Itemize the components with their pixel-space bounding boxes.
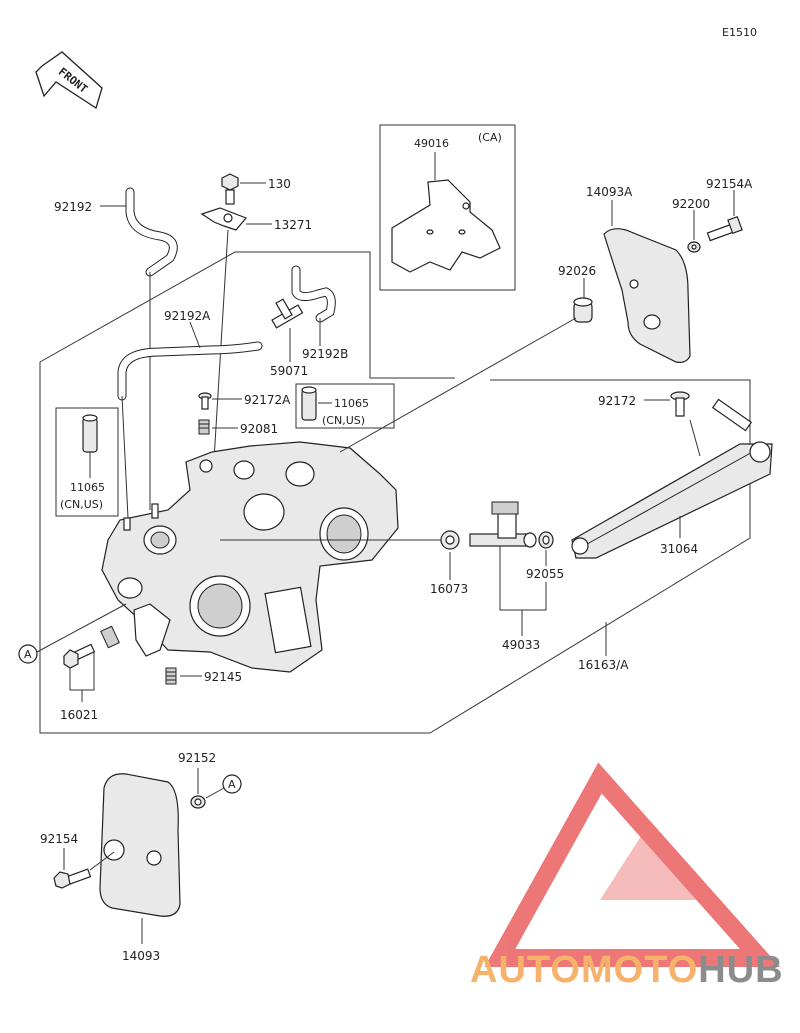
watermark-part1: AUTO bbox=[470, 949, 581, 991]
spring-92145 bbox=[165, 667, 177, 685]
note-11065-left: (CN,US) bbox=[60, 498, 103, 511]
label-92145: 92145 bbox=[204, 670, 242, 684]
label-49033: 49033 bbox=[502, 638, 540, 652]
cap-92026 bbox=[573, 297, 593, 323]
assembly-outline bbox=[39, 251, 751, 734]
label-16073: 16073 bbox=[430, 582, 468, 596]
callout-a-left: A bbox=[18, 644, 38, 664]
label-92172A: 92172A bbox=[244, 393, 291, 407]
diagram-code: E1510 bbox=[722, 26, 757, 39]
oring-16073 bbox=[440, 530, 460, 550]
bolt-16021 bbox=[63, 625, 120, 669]
label-13271: 13271 bbox=[274, 218, 312, 232]
label-14093: 14093 bbox=[122, 949, 160, 963]
delivery-pipe-31064 bbox=[571, 398, 773, 559]
callout-a-left-text: A bbox=[24, 648, 32, 661]
label-92172: 92172 bbox=[598, 394, 636, 408]
watermark-part3: HUB bbox=[698, 949, 783, 991]
cover-14093A bbox=[603, 228, 691, 363]
front-arrow-icon: FRONT bbox=[35, 51, 103, 110]
label-11065-left: 11065 bbox=[70, 481, 105, 494]
watermark-text: AUTOMOTOHUB bbox=[470, 949, 784, 991]
screw-92172A bbox=[198, 392, 212, 410]
cap-11065-right bbox=[301, 386, 317, 421]
bolt-92154A bbox=[706, 215, 743, 242]
label-130: 130 bbox=[268, 177, 291, 191]
label-49016: 49016 bbox=[414, 137, 449, 150]
screw-92172 bbox=[670, 391, 690, 417]
washer-92200 bbox=[687, 241, 701, 253]
watermark-part2: MOTO bbox=[581, 949, 698, 991]
label-16163A: 16163/A bbox=[578, 658, 629, 672]
label-92200: 92200 bbox=[672, 197, 710, 211]
label-11065-right: 11065 bbox=[334, 397, 369, 410]
callout-a-bottom-text: A bbox=[228, 778, 236, 791]
injector-49033 bbox=[469, 501, 537, 548]
seal-92055 bbox=[538, 531, 554, 549]
label-14093A: 14093A bbox=[586, 185, 633, 199]
subgroup-box-11065-left bbox=[55, 407, 119, 517]
subgroup-box-49016 bbox=[379, 124, 516, 291]
label-92081: 92081 bbox=[240, 422, 278, 436]
label-92192A: 92192A bbox=[164, 309, 211, 323]
subgroup-box-11065-right bbox=[295, 383, 395, 429]
spring-92081 bbox=[198, 419, 210, 435]
label-92192: 92192 bbox=[54, 200, 92, 214]
bracket-49016 bbox=[391, 179, 501, 273]
cover-14093 bbox=[99, 773, 181, 917]
bolt-92154 bbox=[53, 868, 92, 889]
watermark-logo-icon bbox=[484, 762, 781, 967]
clip-13271 bbox=[200, 207, 247, 231]
note-49016: (CA) bbox=[478, 131, 502, 144]
label-92154: 92154 bbox=[40, 832, 78, 846]
callout-a-bottom: A bbox=[222, 774, 242, 794]
cap-11065-left bbox=[82, 414, 98, 453]
label-16021: 16021 bbox=[60, 708, 98, 722]
bolt-130 bbox=[221, 173, 239, 205]
label-31064: 31064 bbox=[660, 542, 698, 556]
label-92055: 92055 bbox=[526, 567, 564, 581]
label-92154A: 92154A bbox=[706, 177, 753, 191]
label-92026: 92026 bbox=[558, 264, 596, 278]
joint-59071 bbox=[271, 298, 304, 329]
note-11065-right: (CN,US) bbox=[322, 414, 365, 427]
label-59071: 59071 bbox=[270, 364, 308, 378]
throttle-body-assembly bbox=[101, 441, 399, 673]
label-92152: 92152 bbox=[178, 751, 216, 765]
label-92192B: 92192B bbox=[302, 347, 348, 361]
washer-92152 bbox=[190, 795, 206, 809]
